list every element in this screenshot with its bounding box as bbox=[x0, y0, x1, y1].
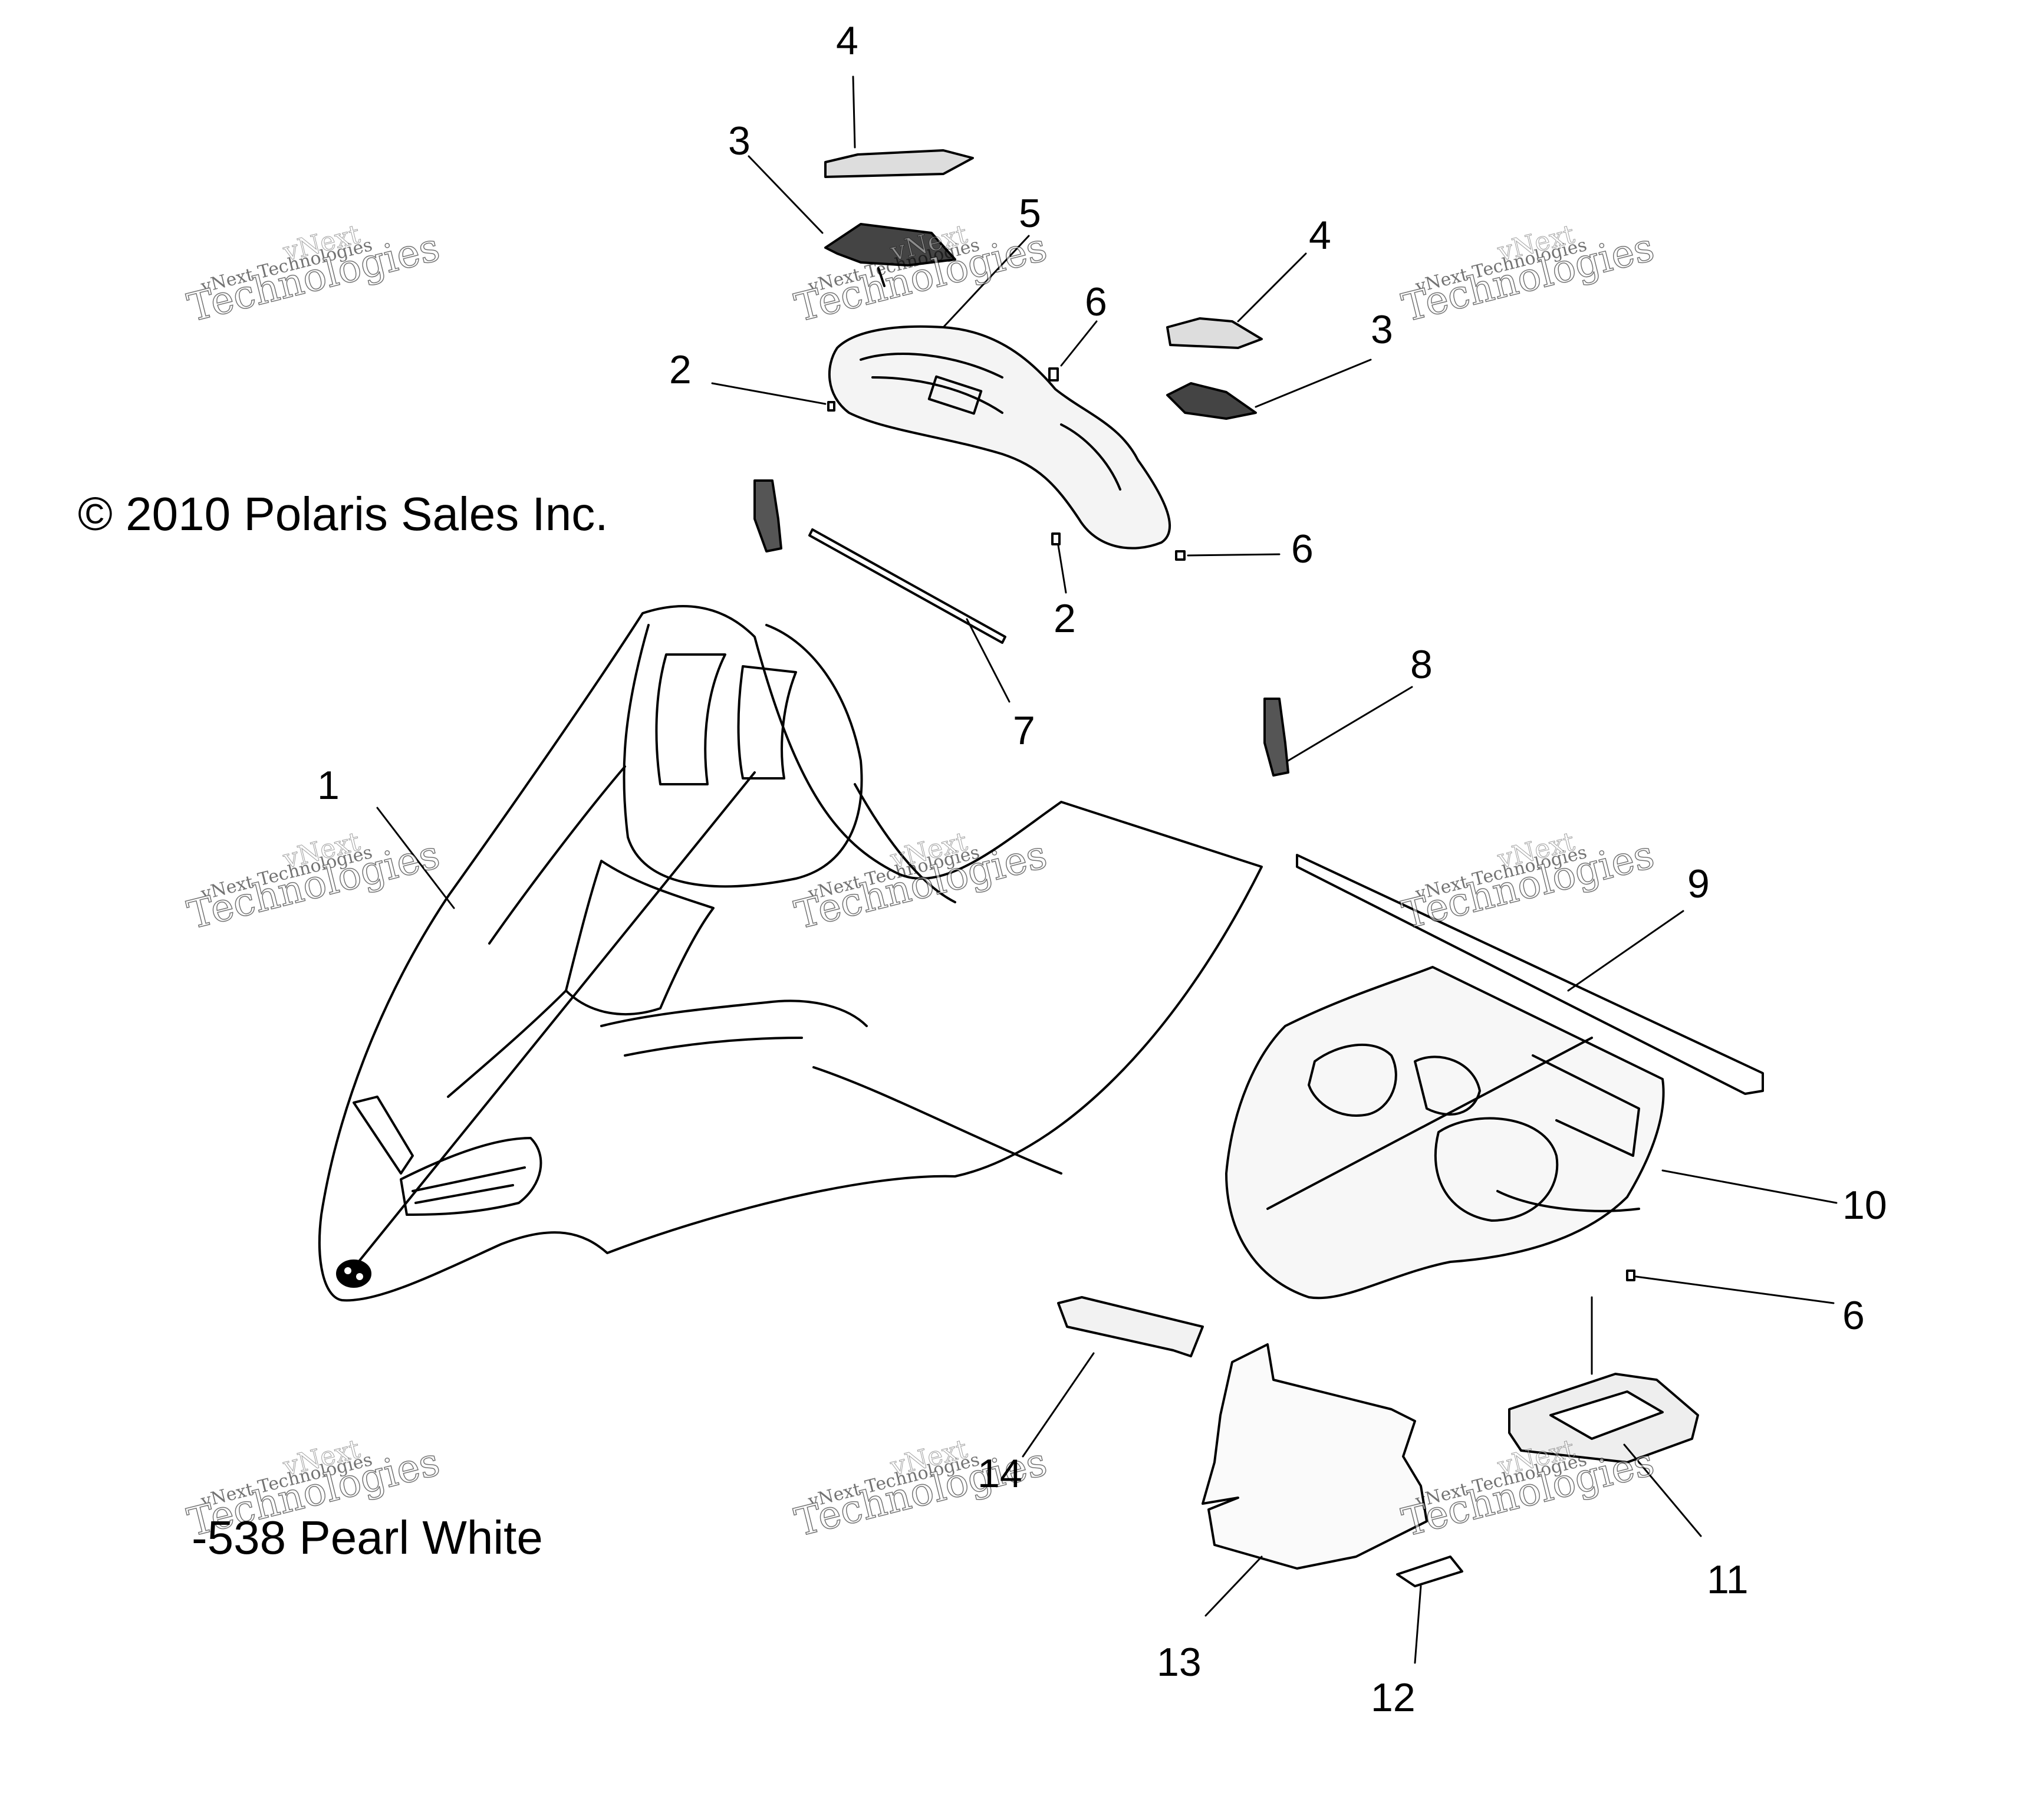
leader-6c bbox=[1635, 1275, 1835, 1304]
part-10-headlight-housing bbox=[1225, 966, 1665, 1300]
callout-13: 13 bbox=[1157, 1640, 1202, 1685]
leader-13 bbox=[1204, 1556, 1263, 1617]
leader-5 bbox=[942, 235, 1030, 328]
callout-4: 4 bbox=[836, 18, 858, 63]
leader-10 bbox=[1661, 1169, 1838, 1204]
part-8-clip bbox=[1263, 698, 1289, 777]
leader-11 bbox=[1623, 1443, 1702, 1537]
callout-4: 4 bbox=[1309, 213, 1331, 258]
part-11-vent bbox=[1508, 1373, 1699, 1464]
part-12-pad bbox=[1396, 1556, 1463, 1587]
leader-14 bbox=[1022, 1352, 1095, 1458]
leader-12 bbox=[1414, 1585, 1422, 1664]
callout-10: 10 bbox=[1842, 1183, 1887, 1228]
color-note: -538 Pearl White bbox=[192, 1511, 543, 1564]
callout-2: 2 bbox=[1054, 596, 1076, 641]
callout-6: 6 bbox=[1291, 527, 1314, 571]
part-7-clip bbox=[753, 479, 782, 553]
leader-7 bbox=[966, 618, 1011, 703]
leader-8 bbox=[1287, 686, 1413, 762]
leader-9 bbox=[1567, 910, 1684, 992]
leader-6a bbox=[1060, 320, 1098, 367]
callout-14: 14 bbox=[977, 1451, 1022, 1496]
part-1-hood bbox=[318, 605, 1263, 1302]
callout-11: 11 bbox=[1707, 1557, 1749, 1602]
part-6-fastener-top bbox=[1048, 367, 1059, 382]
part-13-insulation bbox=[1202, 1343, 1428, 1570]
leader-4b bbox=[1237, 252, 1307, 323]
callout-3: 3 bbox=[728, 119, 751, 163]
part-3-bracket-left bbox=[824, 223, 956, 287]
callout-2: 2 bbox=[669, 347, 692, 392]
leader-3b bbox=[1255, 359, 1372, 408]
part-2-fastener-lower bbox=[1051, 532, 1061, 545]
part-7-strip bbox=[808, 528, 1006, 644]
callout-7: 7 bbox=[1013, 708, 1035, 753]
part-3-bracket-right bbox=[1166, 382, 1257, 420]
copyright-notice: © 2010 Polaris Sales Inc. bbox=[78, 488, 608, 540]
callout-6: 6 bbox=[1085, 279, 1107, 324]
leader-1 bbox=[376, 807, 455, 909]
part-6-fastener-low bbox=[1626, 1270, 1635, 1281]
callout-8: 8 bbox=[1410, 642, 1433, 687]
callout-6: 6 bbox=[1842, 1293, 1865, 1338]
part-2-fastener bbox=[827, 401, 835, 412]
callout-1: 1 bbox=[317, 763, 340, 808]
leader-4a bbox=[852, 75, 856, 149]
callout-12: 12 bbox=[1371, 1675, 1416, 1720]
part-4-lens-right bbox=[1166, 317, 1263, 349]
callout-5: 5 bbox=[1019, 191, 1041, 236]
leader-2a bbox=[711, 382, 827, 405]
part-4-lens-left bbox=[824, 149, 974, 178]
part-5-dash-panel bbox=[828, 325, 1171, 550]
part-6-fastener-mid bbox=[1175, 550, 1186, 561]
leader-6b bbox=[1187, 553, 1281, 557]
callout-9: 9 bbox=[1687, 861, 1710, 906]
leader-2b bbox=[1057, 544, 1067, 594]
callout-3: 3 bbox=[1371, 307, 1393, 352]
part-9-strip bbox=[1296, 854, 1764, 1095]
leader-lines bbox=[376, 75, 1838, 1664]
part-14-pad bbox=[1057, 1296, 1204, 1357]
leader-3a bbox=[748, 155, 824, 234]
